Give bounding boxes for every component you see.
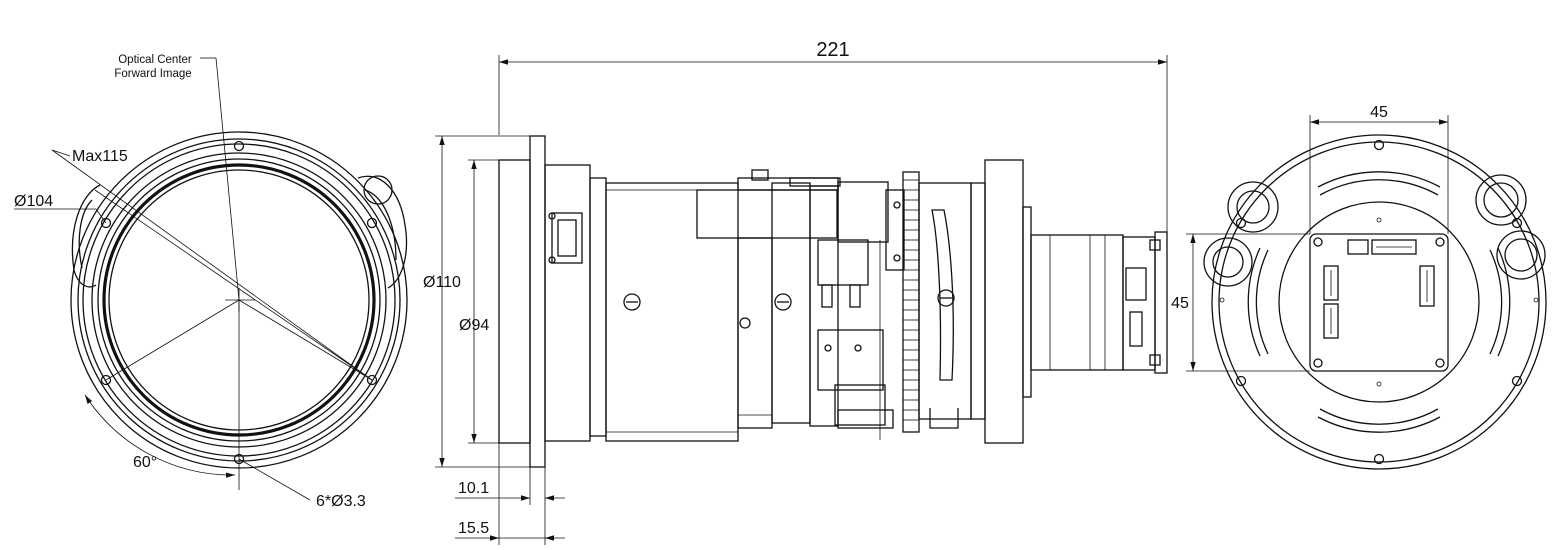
overall-length-label: 221	[816, 39, 849, 61]
hole-angle-label: 60°	[133, 454, 157, 471]
holes-label: 6*Ø3.3	[316, 493, 366, 510]
max-diameter-label: Max115	[72, 148, 128, 165]
board-width-label: 45	[1370, 104, 1388, 121]
optical-center-label: Optical Center	[118, 54, 192, 66]
flange-thickness-1-label: 10.1	[458, 480, 489, 497]
side-view	[435, 55, 1168, 545]
board-height-label: 45	[1171, 295, 1189, 312]
flange-thickness-2-label: 15.5	[458, 520, 489, 537]
front-view	[14, 57, 408, 501]
outer-diameter-label: Ø110	[423, 274, 461, 291]
forward-image-label: Forward Image	[114, 68, 191, 80]
inner-diameter-label: Ø94	[459, 317, 489, 334]
gear-teeth	[903, 179, 919, 421]
flange-diameter-label: Ø104	[14, 193, 53, 210]
rear-view	[1186, 115, 1547, 470]
